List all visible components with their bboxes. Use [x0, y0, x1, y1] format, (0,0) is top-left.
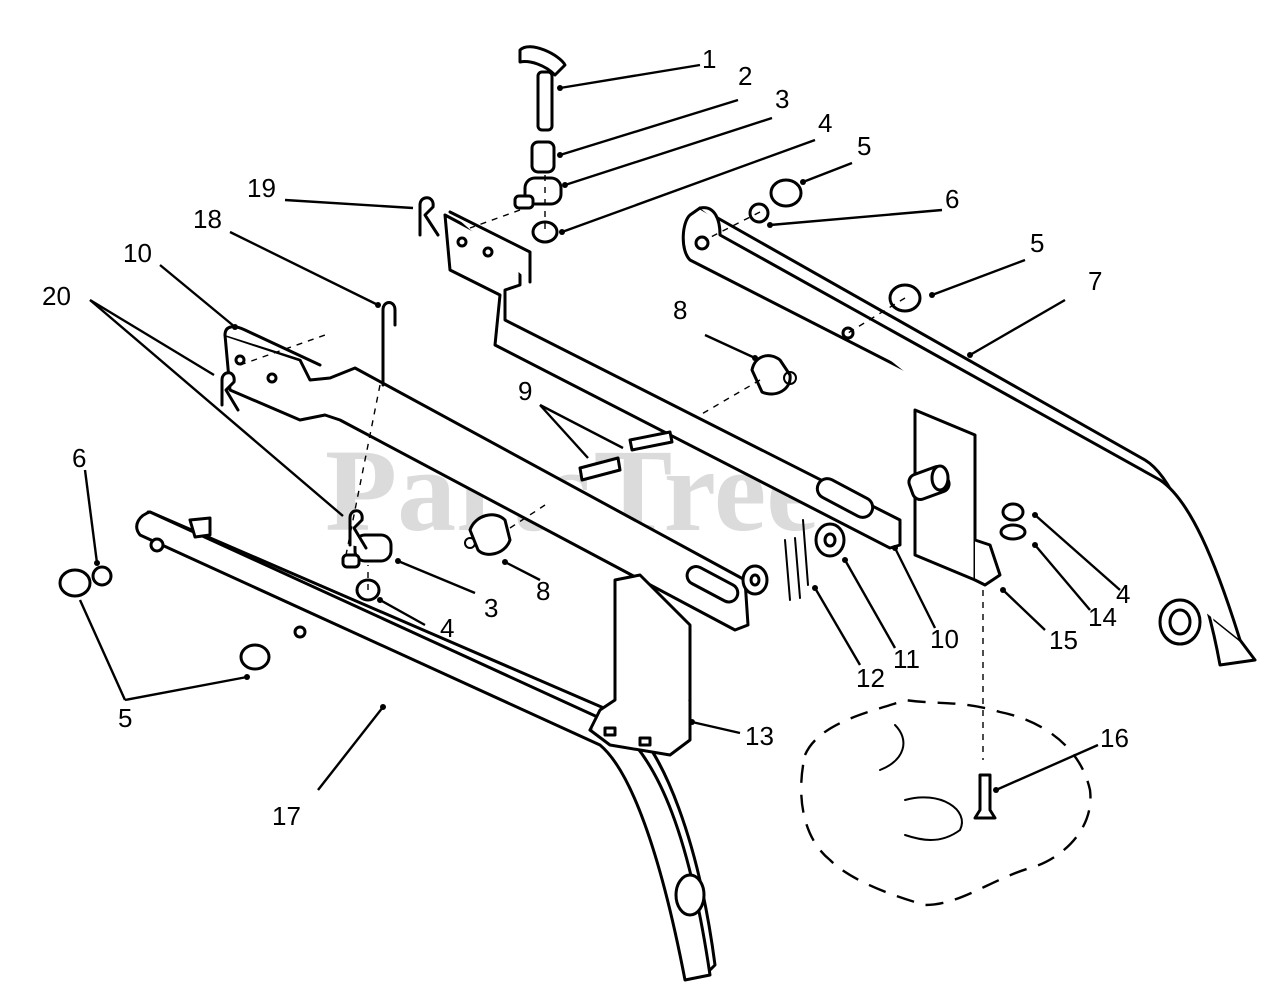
callout-5: 5	[857, 131, 871, 161]
bolt-16	[973, 773, 997, 820]
bolt-9-lower	[578, 456, 622, 482]
callout-12: 12	[856, 663, 885, 693]
callout-17: 17	[272, 801, 301, 831]
callout-2: 2	[738, 61, 752, 91]
washer-near-13	[741, 564, 769, 596]
callout-18: 18	[193, 204, 222, 234]
callout-10: 10	[123, 238, 152, 268]
callout-15: 15	[1049, 625, 1078, 655]
nut-5-lower	[239, 643, 271, 671]
callout-7: 7	[1088, 266, 1102, 296]
callout-13: 13	[745, 721, 774, 751]
bushing-8-lower	[464, 513, 512, 556]
callout-14: 14	[1088, 602, 1117, 632]
callout-8: 8	[673, 295, 687, 325]
callout-4: 4	[440, 613, 454, 643]
clip-20-upper	[220, 371, 240, 412]
bracket-13	[588, 573, 692, 757]
bolt-9-upper	[628, 430, 674, 452]
trunnion-3-upper	[513, 176, 563, 210]
callout-3: 3	[775, 84, 789, 114]
leader-lines	[78, 63, 1121, 792]
callout-10: 10	[930, 624, 959, 654]
nut-4-right	[1001, 502, 1025, 522]
callout-4: 4	[818, 108, 832, 138]
plate-15	[907, 408, 1002, 587]
pin-12b	[802, 519, 809, 586]
spacer-2	[530, 140, 556, 174]
callout-5: 5	[118, 703, 132, 733]
callout-20: 20	[42, 281, 71, 311]
trunnion-3-lower	[341, 533, 393, 569]
nut-4-upper	[531, 220, 559, 244]
callout-3: 3	[484, 593, 498, 623]
callout-9: 9	[518, 376, 532, 406]
clip-20-lower	[348, 509, 368, 550]
callout-19: 19	[247, 173, 276, 203]
callout-11: 11	[893, 644, 920, 674]
callout-8: 8	[536, 576, 550, 606]
bar-7	[681, 206, 1257, 667]
callout-16: 16	[1100, 723, 1129, 753]
align-lines	[239, 175, 984, 760]
pin-12	[784, 537, 801, 601]
handle-1	[518, 45, 567, 132]
callout-6: 6	[945, 184, 959, 214]
nuts-5-6-left	[58, 565, 113, 598]
bushing-8-upper	[750, 354, 797, 396]
ground-detail-2	[904, 796, 963, 841]
rod-18	[381, 301, 397, 387]
leader-dots	[94, 85, 1038, 793]
callout-4: 4	[1116, 579, 1130, 609]
callout-labels: 1 2 3 3 4 4 4 5 5 5 6 6 7 8 8 9 10 10 11…	[42, 44, 1130, 831]
callout-5: 5	[1030, 228, 1044, 258]
nut-5-top	[748, 178, 803, 224]
ground-outline	[799, 698, 1092, 907]
ground-detail	[879, 724, 905, 771]
callout-1: 1	[702, 44, 716, 74]
arm-10-upper	[443, 210, 902, 550]
callout-6: 6	[72, 443, 86, 473]
clip-19	[418, 196, 440, 237]
washer-14	[999, 523, 1027, 541]
washer-11	[814, 522, 846, 558]
